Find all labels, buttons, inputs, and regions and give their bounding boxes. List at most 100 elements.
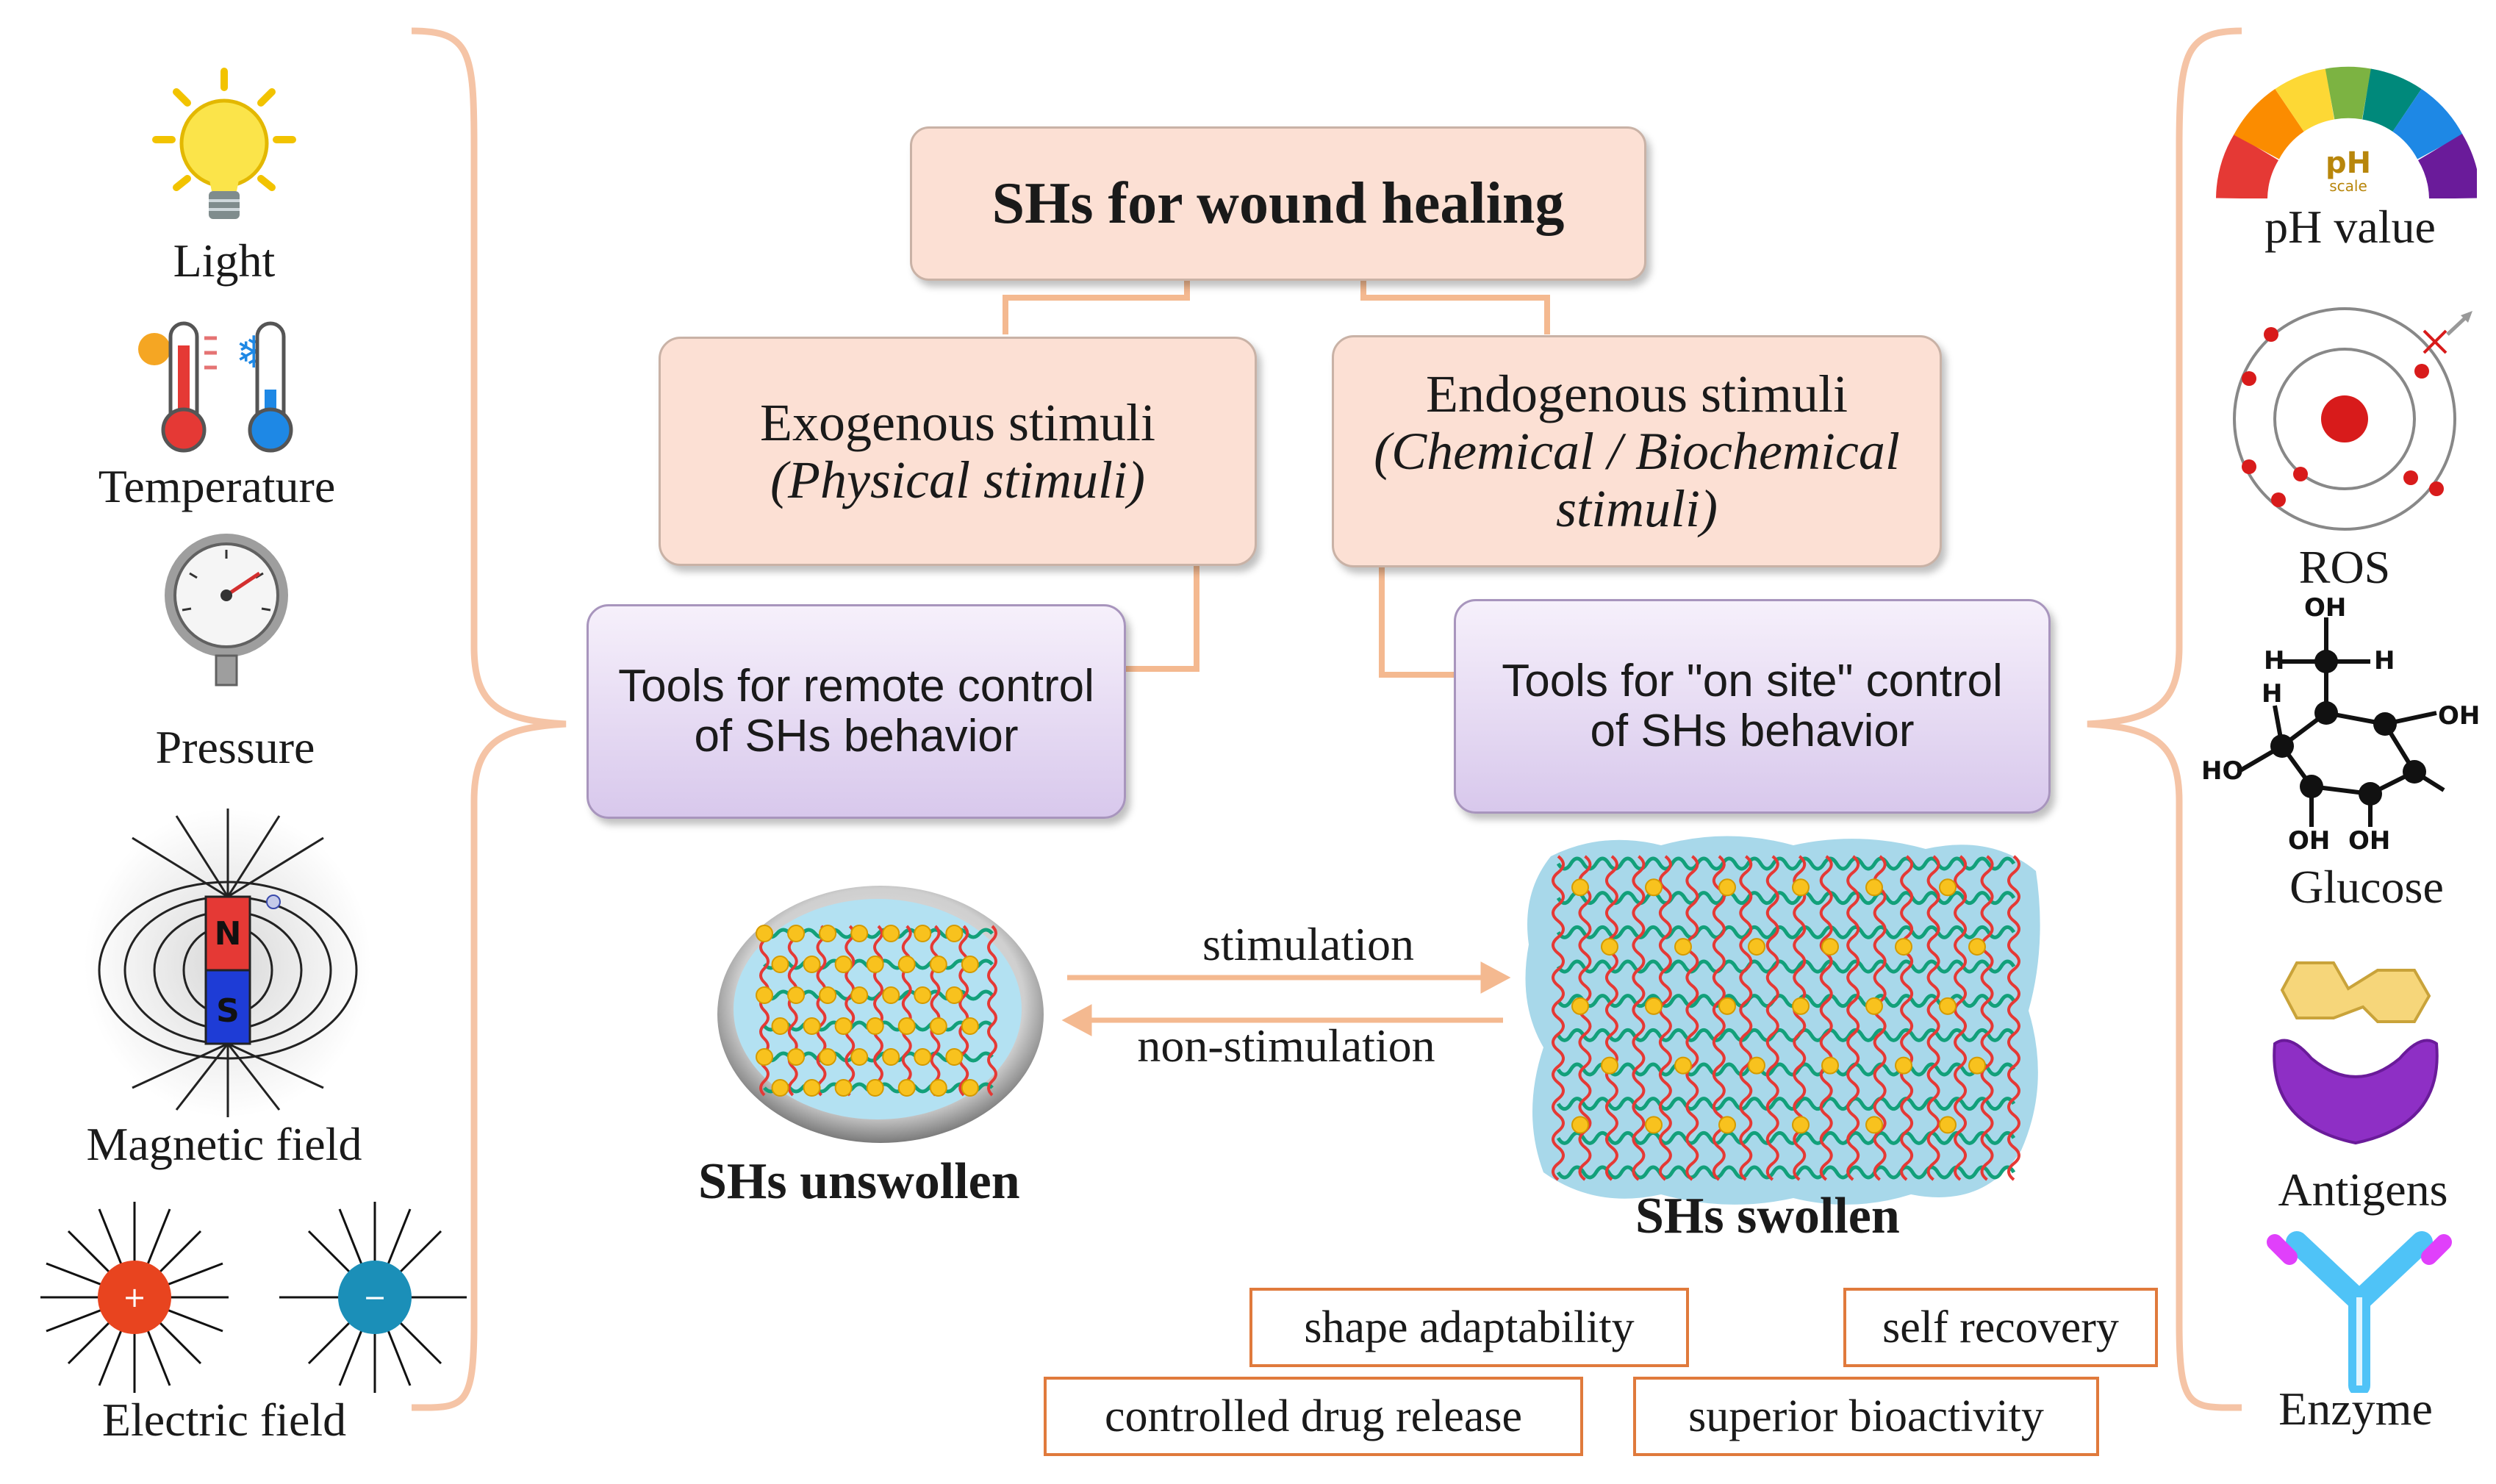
electric-field-label: Electric field xyxy=(101,1394,347,1446)
crosslink-dot xyxy=(1571,1116,1589,1134)
right-brace xyxy=(2087,27,2242,1411)
property-text: controlled drug release xyxy=(1104,1391,1523,1441)
glucose-molecule-icon: OH H H OH HO H OH OH xyxy=(2201,595,2480,853)
arrow-back-label: non-stimulation xyxy=(1137,1019,1435,1072)
crosslink-dot xyxy=(945,925,964,942)
crosslink-dot xyxy=(1865,997,1883,1015)
ph-scale-text: pH xyxy=(2325,146,2371,180)
crosslink-dot xyxy=(1968,1056,1986,1075)
property-controlled-drug-release: controlled drug release xyxy=(1044,1377,1583,1456)
ros-label: ROS xyxy=(2298,541,2391,593)
crosslink-dot xyxy=(819,925,837,942)
property-text: superior bioactivity xyxy=(1688,1391,2044,1441)
unswollen-label: SHs unswollen xyxy=(698,1153,1020,1210)
crosslink-dot xyxy=(1718,1116,1736,1134)
endogenous-box: Endogenous stimuli (Chemical / Biochemic… xyxy=(1332,335,1942,567)
arrow-forward-label: stimulation xyxy=(1202,918,1414,970)
property-shape-adaptability: shape adaptability xyxy=(1249,1288,1689,1367)
polymer-chain-red xyxy=(1604,855,1618,1181)
endogenous-subtitle-2: stimuli) xyxy=(1555,479,1718,538)
crosslink-dot xyxy=(771,956,789,973)
light-bulb-icon xyxy=(152,68,296,219)
crosslink-dot xyxy=(1792,1116,1810,1134)
crosslink-dot xyxy=(803,1079,821,1097)
hydrogel-unswollen-icon xyxy=(717,886,1044,1143)
crosslink-dot xyxy=(897,956,916,973)
crosslink-dot xyxy=(756,986,773,1004)
light-label: Light xyxy=(173,234,276,287)
glucose-oh-bottom-1: OH xyxy=(2288,826,2330,853)
crosslink-dot xyxy=(1821,938,1839,956)
antigens-label: Antigens xyxy=(2278,1164,2448,1216)
crosslink-dot xyxy=(1895,938,1912,956)
crosslink-dot xyxy=(1718,878,1736,897)
crosslink-dot xyxy=(961,1079,979,1097)
crosslink-dot xyxy=(803,956,821,973)
polymer-chain-red xyxy=(1685,855,1699,1181)
endogenous-subtitle-1: (Chemical / Biochemical xyxy=(1374,422,1900,481)
hydrogel-swollen-icon xyxy=(1525,836,2040,1205)
temperature-label: Temperature xyxy=(98,460,336,512)
antigen-icon xyxy=(2273,961,2439,1145)
magnet-n-text: N xyxy=(215,915,242,953)
antibody-enzyme-icon xyxy=(2267,1231,2452,1393)
ros-atom-icon xyxy=(2233,307,2472,531)
polymer-chain-red xyxy=(1552,855,1565,1181)
crosslink-dot xyxy=(834,1017,853,1035)
polymer-chain-red xyxy=(816,925,827,1097)
glucose-h-1: H xyxy=(2264,646,2284,675)
crosslink-dot xyxy=(914,925,932,942)
crosslink-dot xyxy=(1939,878,1957,897)
polymer-chain-red xyxy=(1873,855,1887,1181)
crosslink-dot xyxy=(882,986,900,1004)
magnet-field-icon: N S xyxy=(85,809,371,1117)
crosslink-dot xyxy=(1674,938,1692,956)
crosslink-dot xyxy=(787,1048,806,1066)
tools-remote-box: Tools for remote control of SHs behavior xyxy=(587,604,1126,819)
crosslink-dot xyxy=(771,1079,789,1097)
glucose-oh-right: OH xyxy=(2438,701,2480,731)
title-text: SHs for wound healing xyxy=(991,171,1565,236)
crosslink-dot xyxy=(961,956,979,973)
crosslink-dot xyxy=(787,925,806,942)
pressure-gauge-icon xyxy=(165,534,288,687)
exogenous-title: Exogenous stimuli xyxy=(760,393,1155,452)
crosslink-dot xyxy=(1865,1116,1883,1134)
polymer-chain-red xyxy=(901,925,912,1097)
crosslink-dot xyxy=(1645,997,1663,1015)
property-text: shape adaptability xyxy=(1304,1302,1635,1352)
crosslink-dot xyxy=(945,1048,964,1066)
crosslink-dot xyxy=(1865,878,1883,897)
polymer-chain-red xyxy=(1846,855,1860,1181)
polymer-chain-red xyxy=(1658,855,1672,1181)
title-box: SHs for wound healing xyxy=(910,126,1646,281)
crosslink-dot xyxy=(866,956,884,973)
crosslink-dot xyxy=(914,1048,932,1066)
crosslink-dot xyxy=(771,1017,789,1035)
crosslink-dot xyxy=(1571,997,1589,1015)
polymer-chain-green xyxy=(1556,994,2016,1008)
crosslink-dot xyxy=(929,1017,947,1035)
crosslink-dot xyxy=(1792,878,1810,897)
polymer-chain-red xyxy=(1926,855,1940,1181)
property-text: self recovery xyxy=(1882,1302,2119,1352)
crosslink-dot xyxy=(866,1017,884,1035)
crosslink-dot xyxy=(961,1017,979,1035)
polymer-chain-green xyxy=(1556,1028,2016,1042)
enzyme-label: Enzyme xyxy=(2278,1383,2433,1435)
crosslink-dot xyxy=(850,986,869,1004)
positive-charge-text: + xyxy=(123,1281,146,1313)
stimulation-arrows xyxy=(1061,961,1511,1036)
ph-scale-subtext: scale xyxy=(2329,177,2367,195)
electric-field-icon: + − xyxy=(40,1202,467,1393)
polymer-chain-red xyxy=(1578,855,1592,1181)
polymer-chain-red xyxy=(1954,855,1968,1181)
property-superior-bioactivity: superior bioactivity xyxy=(1633,1377,2099,1456)
glucose-label: Glucose xyxy=(2289,861,2444,913)
glucose-ho-left: HO xyxy=(2201,756,2243,786)
crosslink-dot xyxy=(897,1017,916,1035)
polymer-chain-red xyxy=(844,925,856,1097)
ph-scale-icon: pH scale xyxy=(2216,66,2477,198)
crosslink-dot xyxy=(929,956,947,973)
